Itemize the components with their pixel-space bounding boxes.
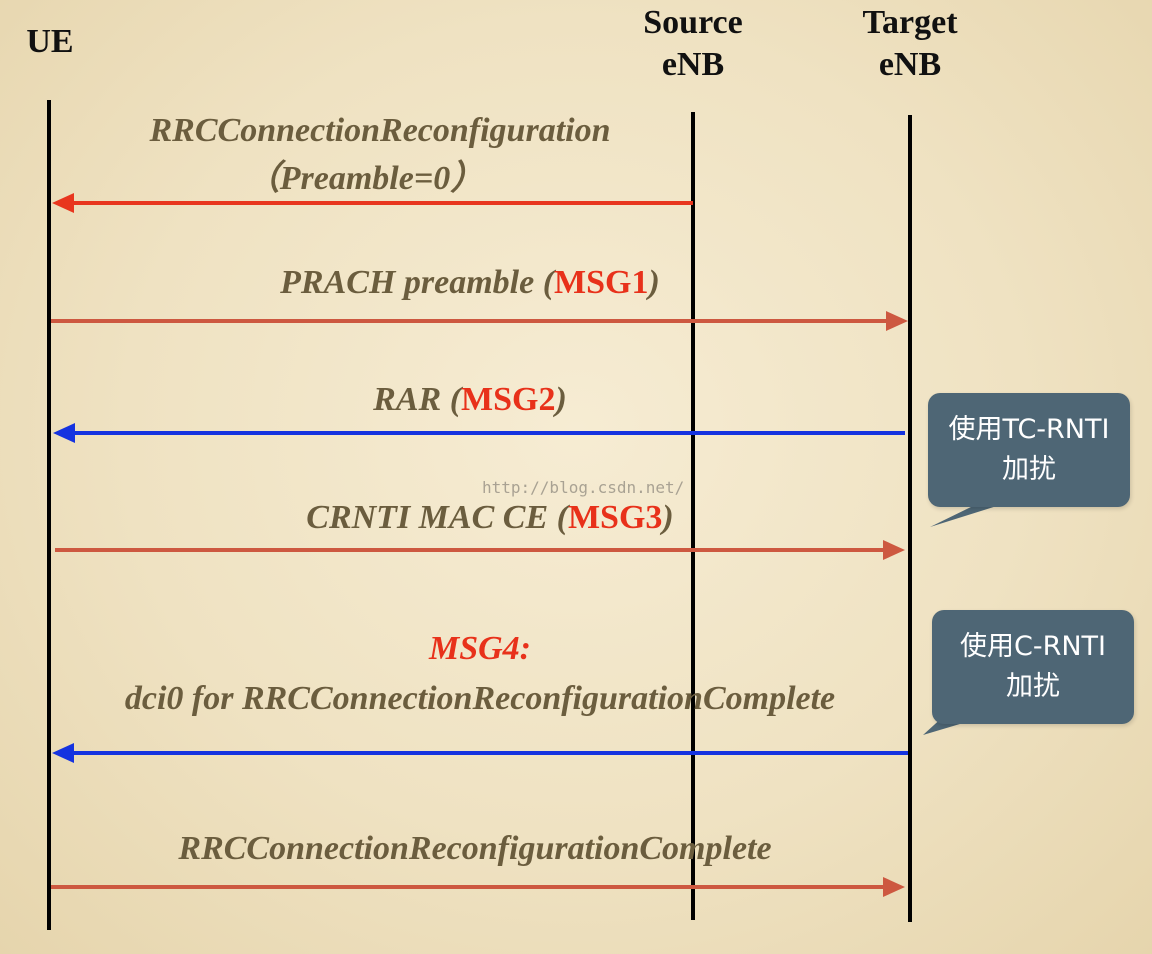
lifeline-label-target-enb: Target eNB (835, 2, 985, 86)
note-line2: 加扰 (1002, 454, 1056, 485)
target-label-line1: Target (862, 4, 958, 41)
arrow-msg2 (53, 423, 905, 443)
message-label-rrc-reconfiguration: RRCConnectionReconfiguration （Preamble=0… (80, 108, 680, 204)
source-label-line2: eNB (661, 46, 725, 83)
msg2-tag: MSG2 (461, 381, 556, 418)
msg1-tag: MSG1 (554, 264, 649, 301)
lifeline-label-ue: UE (18, 21, 82, 63)
message-text: RRCConnectionReconfigurationComplete (178, 830, 772, 867)
note-line2: 加扰 (1006, 671, 1060, 702)
message-text: CRNTI MAC CE ( (306, 499, 568, 536)
note-c-rnti: 使用C-RNTI 加扰 (932, 610, 1134, 724)
note-line1: 使用TC-RNTI (948, 414, 1110, 445)
message-text: dci0 for RRCConnectionReconfigurationCom… (124, 680, 836, 717)
arrow-rrc-reconfiguration (52, 193, 693, 213)
target-label-line2: eNB (878, 46, 942, 83)
message-subtext: （Preamble=0） (245, 160, 485, 197)
note-tc-rnti: 使用TC-RNTI 加扰 (928, 393, 1130, 507)
message-close: ) (648, 264, 660, 301)
lifeline-label-source-enb: Source eNB (618, 2, 768, 86)
note-tail-tc-rnti (930, 505, 1000, 527)
arrow-msg4 (52, 743, 908, 763)
arrow-msg1 (51, 311, 908, 331)
message-label-rrc-reconfiguration-complete: RRCConnectionReconfigurationComplete (100, 826, 850, 872)
note-line1: 使用C-RNTI (959, 631, 1106, 662)
message-label-msg1: PRACH preamble (MSG1) (180, 260, 760, 306)
message-label-msg3: CRNTI MAC CE (MSG3) (200, 495, 780, 541)
message-label-msg2: RAR (MSG2) (270, 377, 670, 423)
watermark: http://blog.csdn.net/ (482, 478, 685, 497)
message-text: RAR ( (373, 381, 462, 418)
source-label-line1: Source (643, 4, 743, 41)
message-text: RRCConnectionReconfiguration (149, 112, 611, 149)
ue-label-text: UE (26, 23, 74, 60)
message-label-msg4: MSG4: dci0 for RRCConnectionReconfigurat… (40, 625, 920, 725)
message-close: ) (555, 381, 567, 418)
msg4-tag: MSG4: (428, 630, 532, 667)
message-text: PRACH preamble ( (280, 264, 555, 301)
arrow-msg3 (55, 540, 905, 560)
msg3-tag: MSG3 (567, 499, 663, 536)
message-close: ) (662, 499, 674, 536)
arrow-rrc-reconfiguration-complete (51, 877, 905, 897)
